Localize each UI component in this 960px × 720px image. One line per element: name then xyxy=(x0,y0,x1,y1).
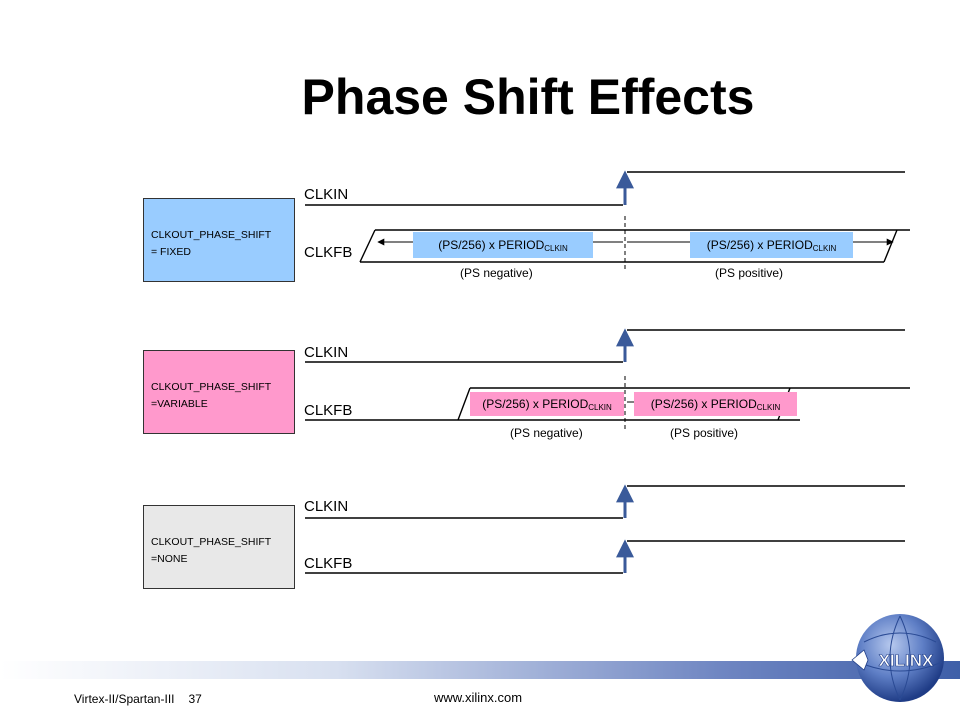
ps-subscript: CLKIN xyxy=(812,244,837,253)
ps-label-fixed-right: (PS/256) x PERIODCLKIN xyxy=(690,232,853,258)
ps-positive-note: (PS positive) xyxy=(715,266,784,280)
clkin-waveform-fixed xyxy=(305,170,905,206)
mode-label-line1: CLKOUT_PHASE_SHIFT xyxy=(151,381,272,393)
mode-box-none: CLKOUT_PHASE_SHIFT =NONE xyxy=(143,505,295,589)
clkfb-label: CLKFB xyxy=(304,402,353,419)
footer-gradient-bar xyxy=(0,661,960,679)
clkin-label: CLKIN xyxy=(304,498,349,515)
ps-formula: (PS/256) x PERIOD xyxy=(706,238,813,252)
mode-label-line2: =NONE xyxy=(151,553,188,565)
clkin-waveform-none xyxy=(305,484,905,519)
mode-label-line2: =VARIABLE xyxy=(151,398,208,410)
clkin-label: CLKIN xyxy=(304,186,349,203)
ps-label-variable-left: (PS/256) x PERIODCLKIN xyxy=(470,392,624,416)
slide-title: Phase Shift Effects xyxy=(301,69,755,125)
clkfb-label: CLKFB xyxy=(304,244,353,261)
ps-subscript: CLKIN xyxy=(588,403,612,412)
clkin-label: CLKIN xyxy=(304,344,349,361)
clkin-waveform-variable xyxy=(305,328,905,363)
ps-subscript: CLKIN xyxy=(544,244,568,253)
ps-negative-note: (PS negative) xyxy=(510,426,583,440)
ps-negative-note: (PS negative) xyxy=(460,266,533,280)
xilinx-globe-icon: XILINX xyxy=(851,614,944,702)
page-number: 37 xyxy=(188,692,202,706)
ps-subscript: CLKIN xyxy=(756,403,781,412)
mode-label-line1: CLKOUT_PHASE_SHIFT xyxy=(151,229,272,241)
footer-course-name: Virtex-II/Spartan-III xyxy=(74,692,175,706)
ps-label-variable-right: (PS/256) x PERIODCLKIN xyxy=(634,392,797,416)
mode-label-line2: = FIXED xyxy=(151,246,191,258)
mode-box-fixed: CLKOUT_PHASE_SHIFT = FIXED xyxy=(143,198,295,282)
ps-label-fixed-left: (PS/256) x PERIODCLKIN xyxy=(413,232,593,258)
ps-formula: (PS/256) x PERIOD xyxy=(482,397,589,411)
ps-formula: (PS/256) x PERIOD xyxy=(650,397,757,411)
clkfb-waveform-none xyxy=(305,539,905,574)
footer-url[interactable]: www.xilinx.com xyxy=(433,690,523,705)
ps-formula: (PS/256) x PERIOD xyxy=(438,238,545,252)
logo-text: XILINX xyxy=(879,651,934,670)
clkfb-label: CLKFB xyxy=(304,555,353,572)
ps-positive-note: (PS positive) xyxy=(670,426,739,440)
footer-course: Virtex-II/Spartan-III 37 xyxy=(74,692,202,706)
mode-box-variable: CLKOUT_PHASE_SHIFT =VARIABLE xyxy=(143,350,295,434)
mode-label-line1: CLKOUT_PHASE_SHIFT xyxy=(151,536,272,548)
